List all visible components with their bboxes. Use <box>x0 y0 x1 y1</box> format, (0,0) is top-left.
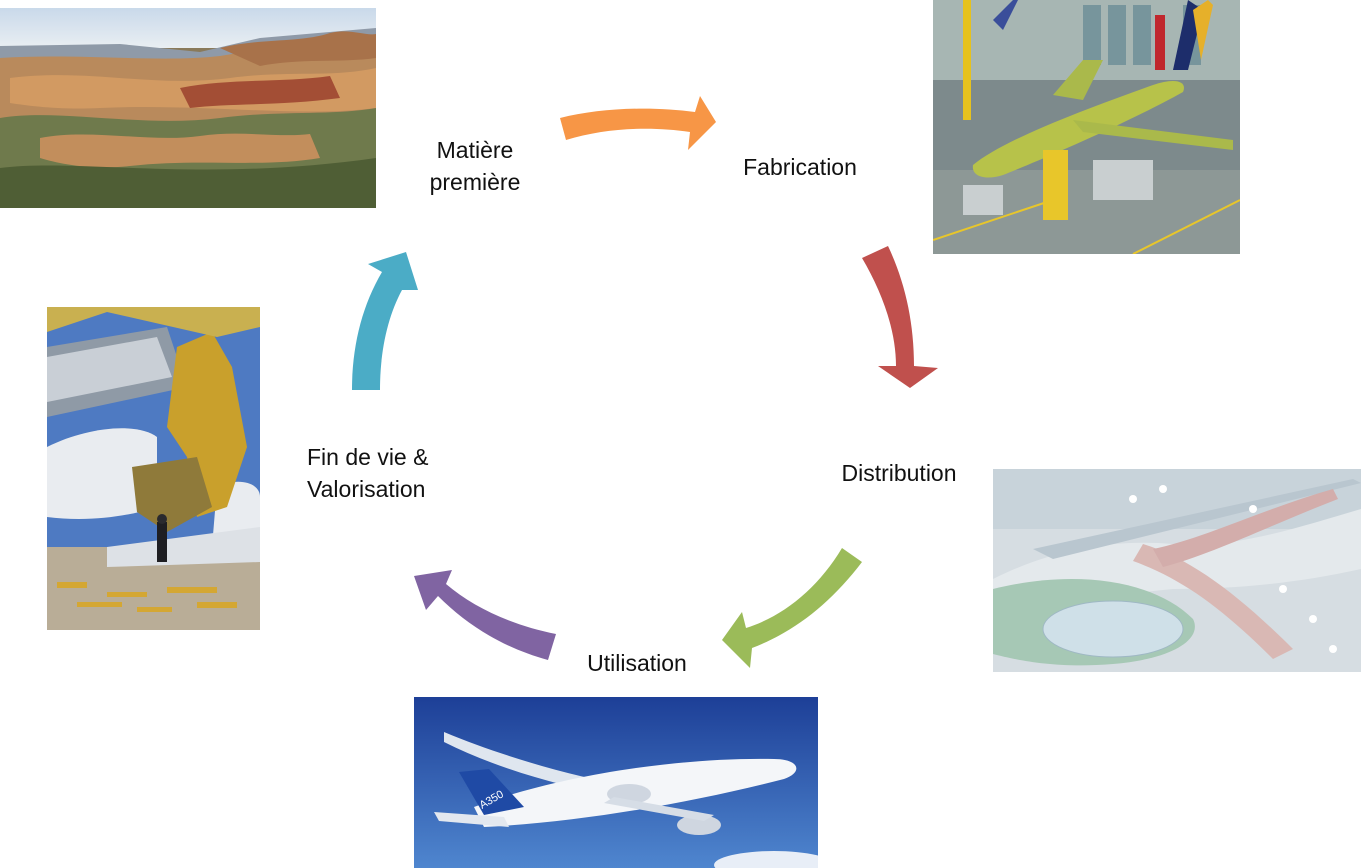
cycle-arrow-fin <box>352 252 418 390</box>
stage-label-utilisation: Utilisation <box>562 647 712 679</box>
airliner-photo: A350 <box>414 697 818 868</box>
stage-label-matiere-line2: première <box>429 169 521 195</box>
cycle-arrow-distribution <box>722 548 862 668</box>
stage-label-distribution-line1: Distribution <box>841 460 957 486</box>
stage-label-distribution: Distribution <box>824 457 974 489</box>
stage-label-fin-line1: Fin de vie & <box>307 444 429 470</box>
dismantling-photo <box>47 307 260 630</box>
stage-label-fabrication: Fabrication <box>725 151 875 183</box>
cycle-arrow-matiere <box>560 96 716 150</box>
cycle-arrow-fabrication <box>862 246 938 388</box>
stage-label-fabrication-line1: Fabrication <box>743 154 857 180</box>
hangar-photo <box>933 0 1240 254</box>
stage-label-matiere: Matière première <box>405 134 545 198</box>
stage-label-utilisation-line1: Utilisation <box>587 650 687 676</box>
mine-photo <box>0 8 376 208</box>
stage-label-matiere-line1: Matière <box>436 137 514 163</box>
cycle-arrow-utilisation <box>414 570 556 660</box>
stage-label-fin: Fin de vie & Valorisation <box>307 441 477 505</box>
stage-label-fin-line2: Valorisation <box>307 476 426 502</box>
terminal-photo <box>993 469 1361 672</box>
